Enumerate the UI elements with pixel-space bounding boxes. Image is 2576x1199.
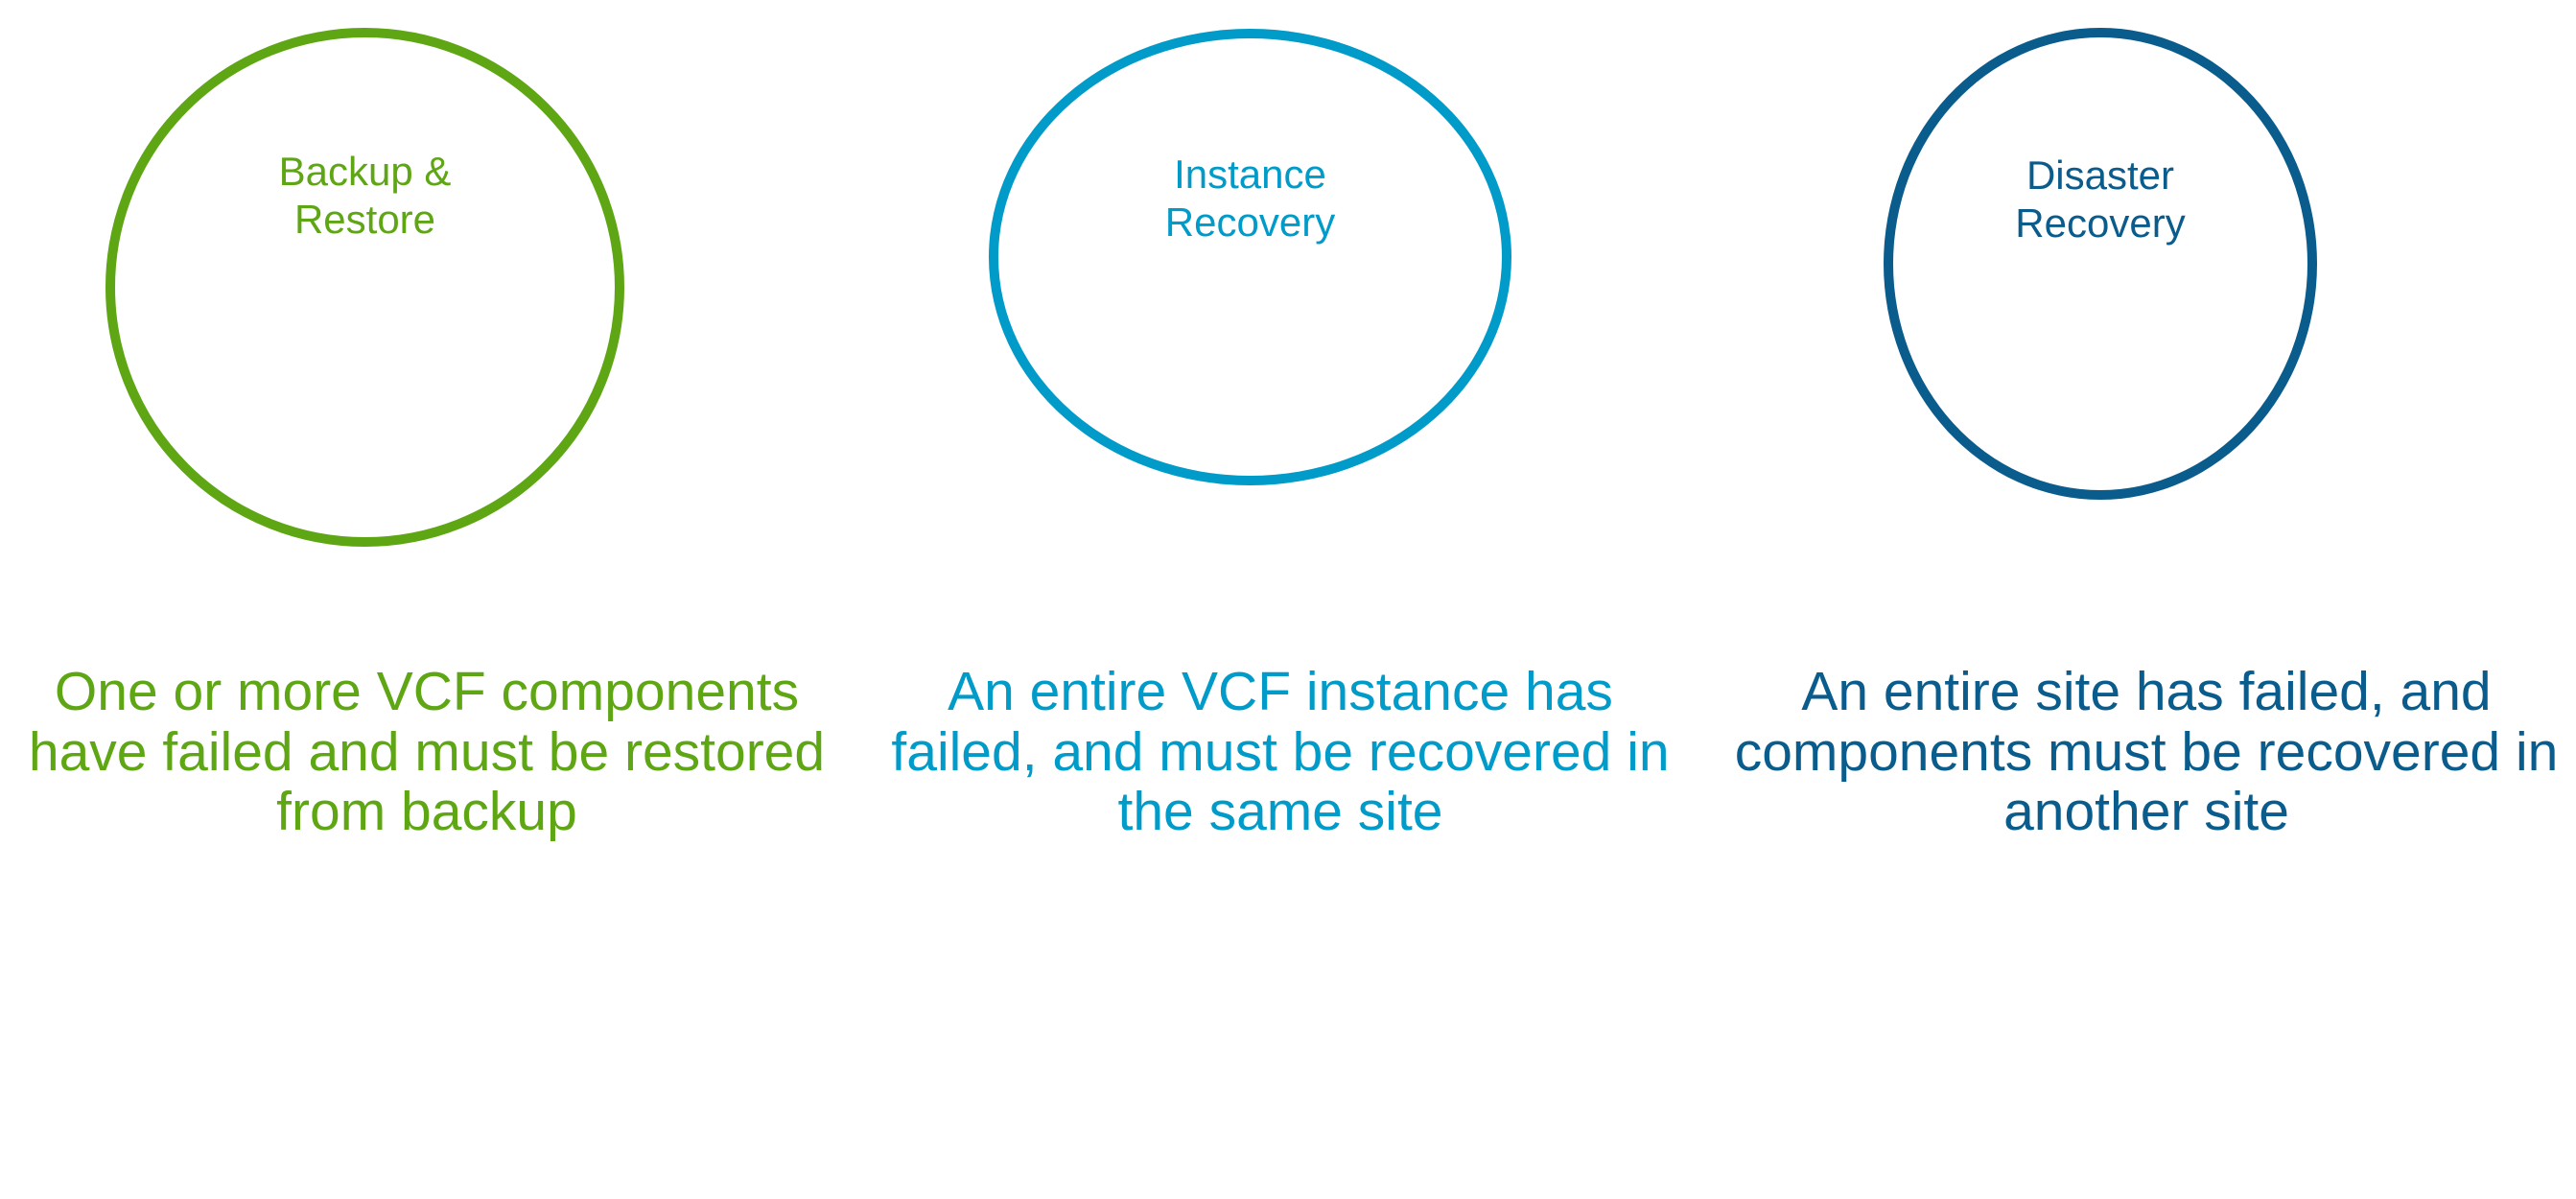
concept-column-backup-restore: Backup & Restore One or more VCF compone… xyxy=(0,0,854,1199)
description-disaster-recovery: An entire site has failed, and component… xyxy=(1734,661,2559,843)
circle-outline-backup-restore: Backup & Restore xyxy=(105,28,624,547)
circle-label-backup-restore: Backup & Restore xyxy=(278,148,452,242)
circle-outline-disaster-recovery: Disaster Recovery xyxy=(1884,28,2317,500)
circle-outline-instance-recovery: Instance Recovery xyxy=(989,29,1511,485)
circle-area-disaster-recovery: Disaster Recovery xyxy=(1717,0,2576,614)
description-instance-recovery: An entire VCF instance has failed, and m… xyxy=(891,661,1670,843)
circle-area-backup-restore: Backup & Restore xyxy=(0,0,854,614)
circle-label-instance-recovery: Instance Recovery xyxy=(1164,152,1336,245)
concept-column-instance-recovery: Instance Recovery An entire VCF instance… xyxy=(854,0,1707,1199)
description-backup-restore: One or more VCF components have failed a… xyxy=(28,661,826,843)
circle-label-disaster-recovery: Disaster Recovery xyxy=(2015,153,2186,246)
circle-area-instance-recovery: Instance Recovery xyxy=(854,0,1707,614)
concept-column-disaster-recovery: Disaster Recovery An entire site has fai… xyxy=(1717,0,2576,1199)
